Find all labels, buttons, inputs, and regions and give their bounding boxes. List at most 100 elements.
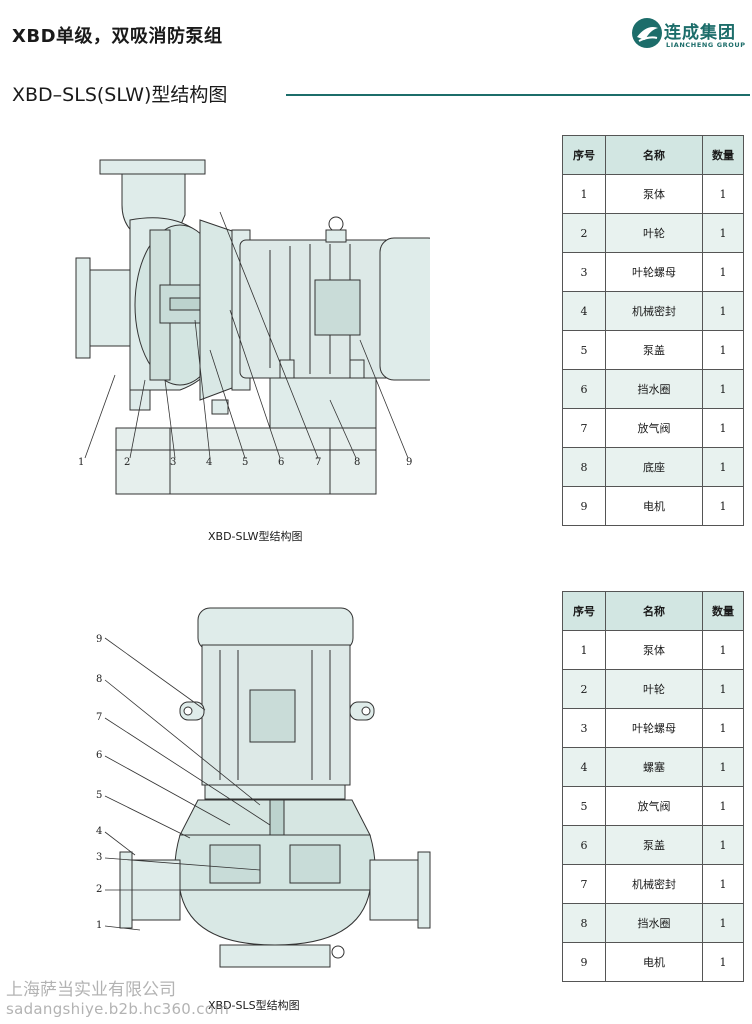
cell-no: 4 bbox=[562, 747, 606, 787]
cell-qty: 1 bbox=[702, 747, 744, 787]
slw-caption: XBD-SLW型结构图 bbox=[208, 530, 303, 543]
table-header-no: 序号 bbox=[562, 591, 606, 631]
cell-qty: 1 bbox=[702, 786, 744, 826]
cell-qty: 1 bbox=[702, 330, 744, 370]
watermark-url: sadangshiye.b2b.hc360.com bbox=[6, 1000, 230, 1018]
logo-text-en: LIANCHENG GROUP bbox=[666, 41, 746, 49]
cell-qty: 1 bbox=[702, 213, 744, 253]
cell-no: 2 bbox=[562, 669, 606, 709]
cell-no: 7 bbox=[562, 864, 606, 904]
cell-name: 电机 bbox=[605, 486, 703, 526]
cell-name: 泵体 bbox=[605, 174, 703, 214]
cell-no: 8 bbox=[562, 447, 606, 487]
cell-name: 机械密封 bbox=[605, 864, 703, 904]
cell-qty: 1 bbox=[702, 708, 744, 748]
cell-name: 挡水圈 bbox=[605, 903, 703, 943]
cell-qty: 1 bbox=[702, 864, 744, 904]
cell-no: 4 bbox=[562, 291, 606, 331]
cell-no: 8 bbox=[562, 903, 606, 943]
cell-name: 电机 bbox=[605, 942, 703, 982]
table-header-name: 名称 bbox=[605, 135, 703, 175]
cell-no: 9 bbox=[562, 486, 606, 526]
table-header-name: 名称 bbox=[605, 591, 703, 631]
cell-no: 6 bbox=[562, 369, 606, 409]
cell-no: 9 bbox=[562, 942, 606, 982]
slw-callout-2: 2 bbox=[124, 457, 130, 468]
slw-callout-7: 7 bbox=[315, 457, 321, 468]
cell-qty: 1 bbox=[702, 669, 744, 709]
cell-qty: 1 bbox=[702, 408, 744, 448]
cell-no: 1 bbox=[562, 174, 606, 214]
cell-no: 1 bbox=[562, 630, 606, 670]
sls-callout-1: 1 bbox=[96, 920, 102, 931]
cell-no: 7 bbox=[562, 408, 606, 448]
cell-name: 机械密封 bbox=[605, 291, 703, 331]
cell-qty: 1 bbox=[702, 252, 744, 292]
table-header-no: 序号 bbox=[562, 135, 606, 175]
logo-icon bbox=[632, 18, 662, 48]
slw-callout-4: 4 bbox=[206, 457, 212, 468]
cell-name: 螺塞 bbox=[605, 747, 703, 787]
cell-qty: 1 bbox=[702, 291, 744, 331]
page-header-title: XBD单级，双吸消防泵组 bbox=[12, 26, 223, 47]
slw-callout-5: 5 bbox=[242, 457, 248, 468]
cell-qty: 1 bbox=[702, 486, 744, 526]
cell-name: 泵体 bbox=[605, 630, 703, 670]
table-header-qty: 数量 bbox=[702, 591, 744, 631]
sls-callout-6: 6 bbox=[96, 750, 102, 761]
cell-qty: 1 bbox=[702, 903, 744, 943]
slw-callout-1: 1 bbox=[78, 457, 84, 468]
sls-callout-9: 9 bbox=[96, 634, 102, 645]
cell-qty: 1 bbox=[702, 942, 744, 982]
sls-caption: XBD-SLS型结构图 bbox=[208, 999, 300, 1012]
cell-qty: 1 bbox=[702, 369, 744, 409]
slw-callout-6: 6 bbox=[278, 457, 284, 468]
sls-callout-4: 4 bbox=[96, 826, 102, 837]
cell-no: 5 bbox=[562, 786, 606, 826]
slw-callout-8: 8 bbox=[354, 457, 360, 468]
cell-name: 泵盖 bbox=[605, 825, 703, 865]
cell-qty: 1 bbox=[702, 447, 744, 487]
cell-name: 放气阀 bbox=[605, 408, 703, 448]
cell-qty: 1 bbox=[702, 630, 744, 670]
slw-structure-drawing: 1 2 3 4 5 6 7 8 9 bbox=[75, 159, 430, 495]
cell-name: 挡水圈 bbox=[605, 369, 703, 409]
sls-callout-2: 2 bbox=[96, 884, 102, 895]
sls-callout-5: 5 bbox=[96, 790, 102, 801]
cell-qty: 1 bbox=[702, 174, 744, 214]
cell-name: 叶轮螺母 bbox=[605, 252, 703, 292]
cell-name: 放气阀 bbox=[605, 786, 703, 826]
table-header-qty: 数量 bbox=[702, 135, 744, 175]
sls-callout-7: 7 bbox=[96, 712, 102, 723]
sls-structure-drawing: 9 8 7 6 5 4 3 2 1 bbox=[96, 607, 431, 968]
slw-callout-3: 3 bbox=[170, 457, 176, 468]
sls-callout-8: 8 bbox=[96, 674, 102, 685]
section-divider bbox=[286, 94, 750, 96]
cell-no: 2 bbox=[562, 213, 606, 253]
cell-name: 叶轮螺母 bbox=[605, 708, 703, 748]
cell-name: 叶轮 bbox=[605, 669, 703, 709]
sls-callout-3: 3 bbox=[96, 852, 102, 863]
cell-no: 3 bbox=[562, 708, 606, 748]
cell-no: 3 bbox=[562, 252, 606, 292]
cell-name: 底座 bbox=[605, 447, 703, 487]
cell-no: 6 bbox=[562, 825, 606, 865]
cell-name: 叶轮 bbox=[605, 213, 703, 253]
slw-callout-9: 9 bbox=[406, 457, 412, 468]
